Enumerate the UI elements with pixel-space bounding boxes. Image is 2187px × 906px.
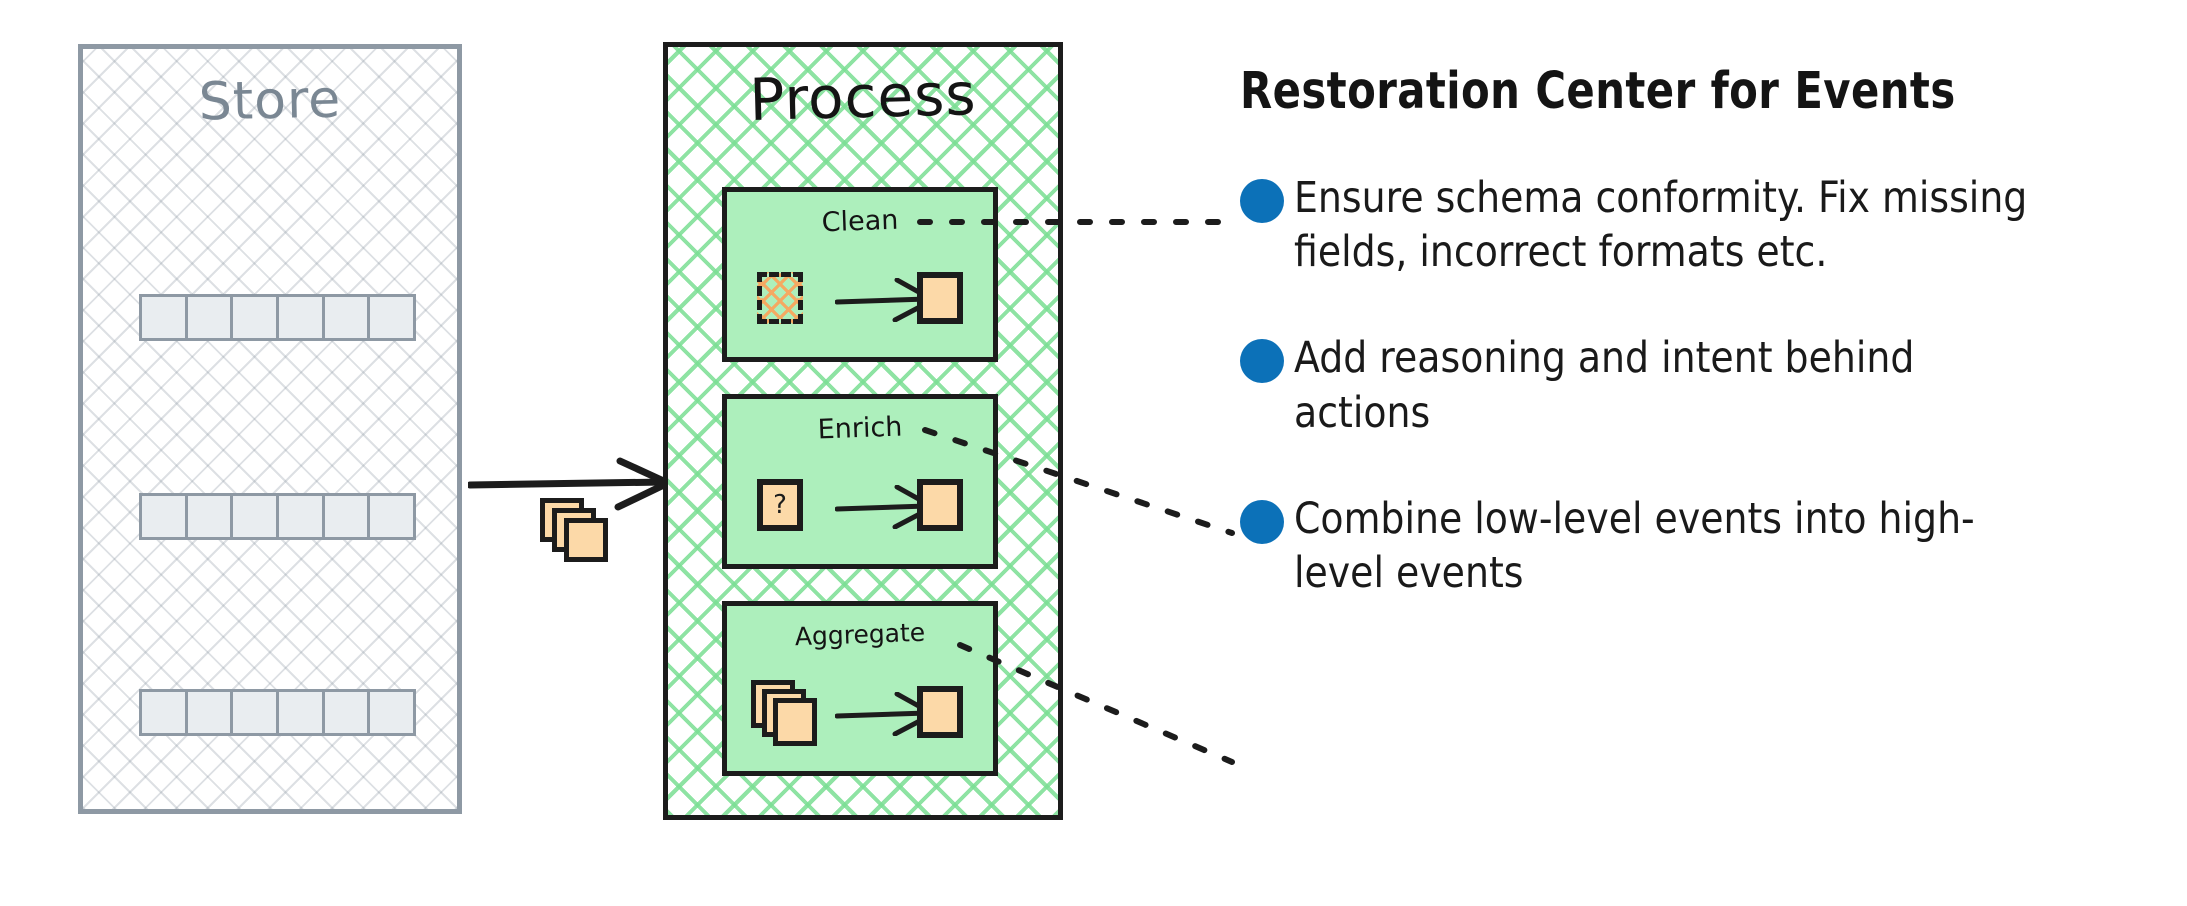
- store-cell: [321, 493, 371, 540]
- store-cell: [184, 493, 234, 540]
- store-cell: [321, 689, 371, 736]
- hatched-dashed-square-icon: [757, 272, 803, 324]
- note-text: Ensure schema conformity. Fix missing fi…: [1294, 173, 2028, 278]
- store-cell: [139, 493, 188, 540]
- blue-dot-icon: [1240, 339, 1284, 384]
- store-cell: [184, 689, 234, 736]
- store-cell: [230, 493, 280, 540]
- store-cell: [139, 689, 188, 736]
- step-label: Clean: [821, 204, 899, 239]
- store-cell: [230, 689, 280, 736]
- process-step-aggregate: Aggregate: [722, 601, 998, 776]
- store-row: [139, 493, 417, 540]
- filled-square-icon: [917, 479, 963, 531]
- filled-square-icon: [917, 272, 963, 324]
- store-cell: [367, 493, 417, 540]
- note-item: Ensure schema conformity. Fix missing fi…: [1240, 171, 2140, 279]
- store-cell: [276, 294, 325, 341]
- blue-dot-icon: [1240, 499, 1284, 544]
- store-row: [139, 294, 417, 341]
- blue-dot-icon: [1240, 179, 1284, 223]
- store-panel: Store: [78, 44, 462, 814]
- process-panel: Process Clean Enrich ?: [663, 42, 1063, 820]
- step-label: Aggregate: [794, 617, 926, 652]
- notes-panel: Restoration Center for Events Ensure sch…: [1240, 62, 2140, 600]
- filled-square-icon: [917, 686, 963, 738]
- store-cell: [184, 294, 234, 341]
- store-cell: [367, 689, 417, 736]
- store-cell: [230, 294, 280, 341]
- stacked-squares-icon: [751, 680, 823, 746]
- step-label: Enrich: [817, 411, 903, 446]
- note-text: Add reasoning and intent behind actions: [1294, 333, 1915, 438]
- note-item: Combine low-level events into high-level…: [1240, 492, 2140, 600]
- store-cell: [276, 493, 325, 540]
- store-cell: [276, 689, 325, 736]
- page-title: Restoration Center for Events: [1240, 62, 1956, 121]
- stacked-cards-icon: [540, 498, 618, 570]
- process-step-clean: Clean: [722, 187, 998, 362]
- process-step-enrich: Enrich ?: [722, 394, 998, 569]
- store-row: [139, 689, 417, 736]
- process-title: Process: [748, 60, 978, 134]
- question-mark-square-icon: ?: [757, 479, 803, 531]
- note-item: Add reasoning and intent behind actions: [1240, 331, 2140, 439]
- note-text: Combine low-level events into high-level…: [1294, 493, 1975, 598]
- store-cell: [139, 294, 188, 341]
- store-title: Store: [198, 69, 342, 133]
- store-cell: [321, 294, 371, 341]
- store-cell: [367, 294, 417, 341]
